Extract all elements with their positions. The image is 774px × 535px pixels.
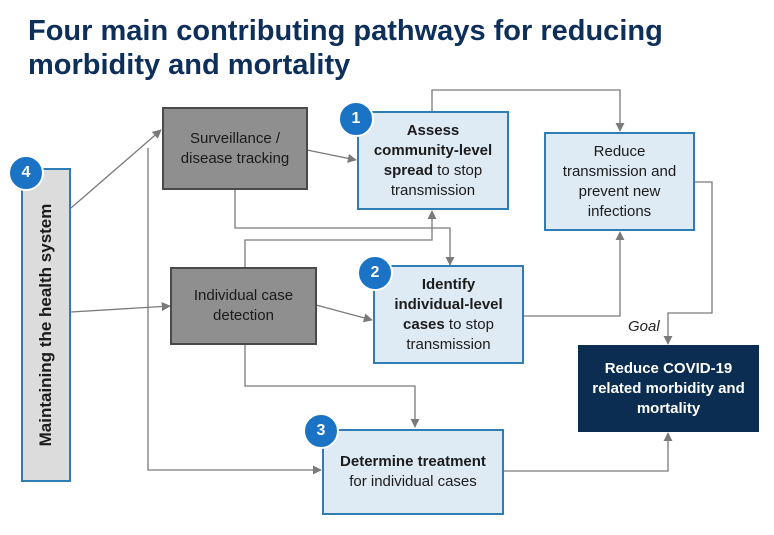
surveillance-line2: disease tracking [180, 149, 290, 167]
node-identify: Identify individual-level cases to stop … [373, 265, 524, 364]
assess-rest3: to stop [433, 161, 483, 179]
arrow-detection-to-identify [315, 304, 373, 323]
goal-line2: related morbidity and [592, 379, 745, 397]
node-assess: Assess community-level spread to stop tr… [357, 111, 509, 210]
goal-line1: Reduce COVID-19 [604, 359, 733, 377]
case-detection-line1: Individual case [193, 287, 294, 304]
arrow-treatment-to-goal [503, 432, 673, 472]
node-treatment: Determine treatment for individual cases [322, 429, 504, 515]
reduce-line2: transmission and [562, 162, 677, 180]
goal-label: Goal [628, 318, 660, 335]
arrow-reduce-to-goal [663, 181, 713, 345]
node-health-system: Maintaining the health system [21, 168, 71, 482]
page-title: Four main contributing pathways for redu… [28, 15, 663, 81]
badge-3: 3 [303, 413, 339, 449]
node-case-detection: Individual case detection [170, 267, 317, 345]
arrow-detection-to-treatment [244, 345, 420, 428]
reduce-line4: infections [587, 202, 652, 220]
node-reduce-transmission: Reduce transmission and prevent new infe… [544, 132, 695, 231]
node-goal: Reduce COVID-19 related morbidity and mo… [578, 345, 759, 432]
treatment-bold1: Determine treatment [340, 453, 486, 470]
node-surveillance: Surveillance / disease tracking [162, 107, 308, 190]
arrow-health-to-treatment [147, 148, 322, 475]
badge-1: 1 [338, 101, 374, 137]
assess-line4: transmission [390, 181, 476, 199]
arrow-health-to-detection [70, 301, 171, 313]
treatment-line2: for individual cases [349, 473, 477, 490]
identify-bold3: cases [403, 315, 445, 333]
assess-bold3: spread [383, 161, 433, 179]
reduce-line3: prevent new [578, 182, 661, 200]
case-detection-line2: detection [213, 307, 274, 324]
node-health-system-label: Maintaining the health system [36, 203, 55, 447]
arrow-surveillance-to-identify [234, 190, 455, 266]
assess-bold1: Assess [406, 121, 460, 139]
assess-bold2: community-level [373, 141, 493, 159]
identify-line4: transmission [406, 335, 491, 353]
badge-2: 2 [357, 255, 393, 291]
badge-4: 4 [8, 155, 44, 191]
identify-bold2: individual-level [394, 295, 503, 313]
reduce-line1: Reduce [593, 142, 646, 160]
arrow-assess-to-reduce [431, 89, 625, 132]
arrow-identify-to-reduce [523, 231, 625, 317]
arrow-health-to-surveillance [70, 129, 162, 209]
identify-rest3: to stop [444, 315, 494, 333]
goal-line3: mortality [636, 399, 701, 417]
identify-bold1: Identify [421, 275, 476, 293]
arrow-surveillance-to-assess [306, 149, 357, 163]
arrow-detection-to-assess [244, 210, 437, 267]
surveillance-line1: Surveillance / [189, 129, 281, 147]
